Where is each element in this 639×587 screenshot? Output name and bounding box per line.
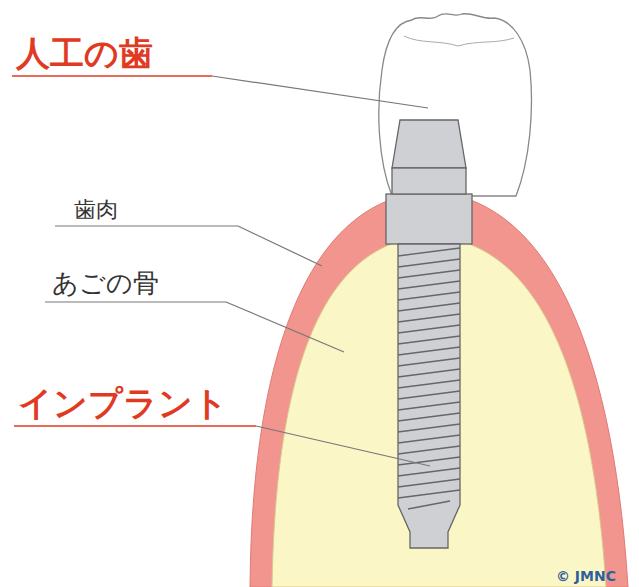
thread-line bbox=[398, 424, 460, 432]
thread-line bbox=[398, 446, 460, 454]
tooth-cusp bbox=[404, 36, 514, 46]
underline bbox=[14, 425, 256, 427]
screw-threads bbox=[398, 248, 460, 509]
leader-line bbox=[212, 76, 428, 108]
thread-line bbox=[398, 402, 460, 410]
thread-line bbox=[398, 479, 460, 487]
thread-line bbox=[398, 259, 460, 267]
thread-line bbox=[398, 391, 460, 399]
thread-line bbox=[398, 248, 460, 256]
thread-line bbox=[398, 325, 460, 333]
artificial-tooth bbox=[379, 14, 532, 196]
leader-line bbox=[238, 226, 322, 266]
thread-line bbox=[408, 501, 450, 509]
thread-line bbox=[398, 413, 460, 421]
abutment bbox=[392, 120, 466, 168]
part-label: 人工の歯 bbox=[16, 35, 153, 72]
thread-line bbox=[398, 435, 460, 443]
thread-line bbox=[398, 303, 460, 311]
thread-line bbox=[398, 314, 460, 322]
implant-collar bbox=[386, 194, 472, 244]
thread-line bbox=[398, 292, 460, 300]
thread-line bbox=[398, 281, 460, 289]
thread-line bbox=[398, 358, 460, 366]
jaw-bone bbox=[272, 236, 606, 587]
underline bbox=[45, 301, 226, 302]
thread-line bbox=[398, 369, 460, 377]
leader-line bbox=[226, 302, 344, 352]
abutment-neck bbox=[392, 168, 466, 194]
leader-line bbox=[256, 426, 430, 466]
implant-screw bbox=[398, 244, 460, 548]
underline bbox=[12, 75, 212, 77]
part-label: インプラント bbox=[18, 385, 228, 422]
thread-line bbox=[398, 347, 460, 355]
thread-line bbox=[398, 468, 460, 476]
thread-line bbox=[398, 380, 460, 388]
underline bbox=[55, 225, 238, 226]
part-label: あごの骨 bbox=[52, 269, 159, 298]
thread-line bbox=[398, 490, 460, 498]
thread-line bbox=[398, 270, 460, 278]
part-label: 歯肉 bbox=[74, 198, 118, 222]
thread-line bbox=[398, 336, 460, 344]
gum bbox=[250, 192, 628, 587]
copyright-watermark: © JMNC bbox=[556, 569, 616, 584]
